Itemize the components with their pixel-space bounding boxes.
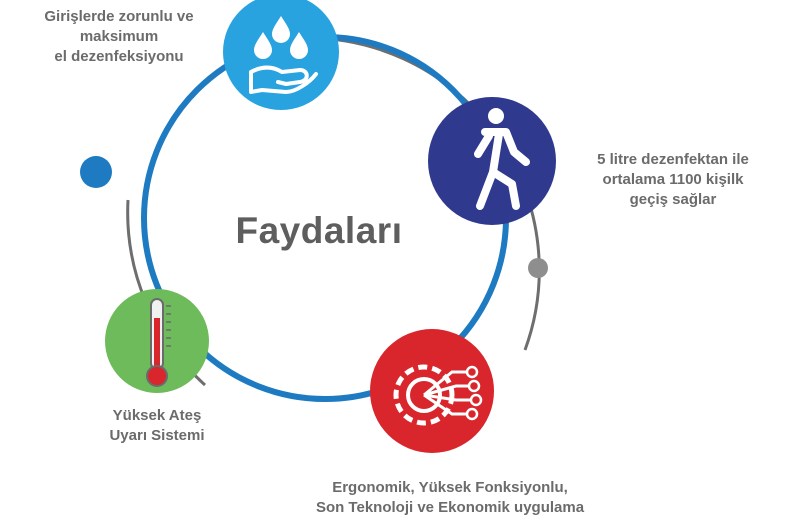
benefit-label-line: Girişlerde zorunlu ve	[44, 8, 194, 25]
walking-person-icon	[428, 97, 556, 225]
benefit-label-technology: Ergonomik, Yüksek Fonksiyonlu, Son Tekno…	[240, 478, 660, 518]
thermometer-icon	[105, 289, 209, 393]
benefit-label-line: Ergonomik, Yüksek Fonksiyonlu,	[332, 479, 568, 496]
decor-dot-blue	[80, 156, 112, 188]
benefit-label-line: Son Teknoloji ve Ekonomik uygulama	[315, 499, 585, 516]
benefit-label-line: geçiş sağlar	[629, 191, 717, 208]
benefit-label-hand-disinfection: Girişlerde zorunlu ve maksimum el dezenf…	[0, 7, 238, 67]
benefit-label-fever-warning: Yüksek Ateş Uyarı Sistemi	[72, 406, 242, 446]
gear-technology-icon	[370, 329, 494, 453]
hand-water-drops-icon	[223, 0, 339, 110]
benefit-label-line: ortalama 1100 kişilk	[602, 171, 744, 188]
benefit-label-line: Yüksek Ateş	[112, 407, 202, 424]
benefit-label-disinfectant-capacity: 5 litre dezenfektan ile ortalama 1100 ki…	[560, 150, 786, 210]
benefit-label-line: el dezenfeksiyonu	[54, 48, 184, 65]
center-title: Faydaları	[235, 210, 403, 251]
decor-dot-gray	[528, 258, 548, 278]
benefit-label-line: maksimum	[79, 28, 159, 45]
benefit-label-line: Uyarı Sistemi	[109, 427, 205, 444]
benefit-label-line: 5 litre dezenfektan ile	[597, 151, 749, 168]
